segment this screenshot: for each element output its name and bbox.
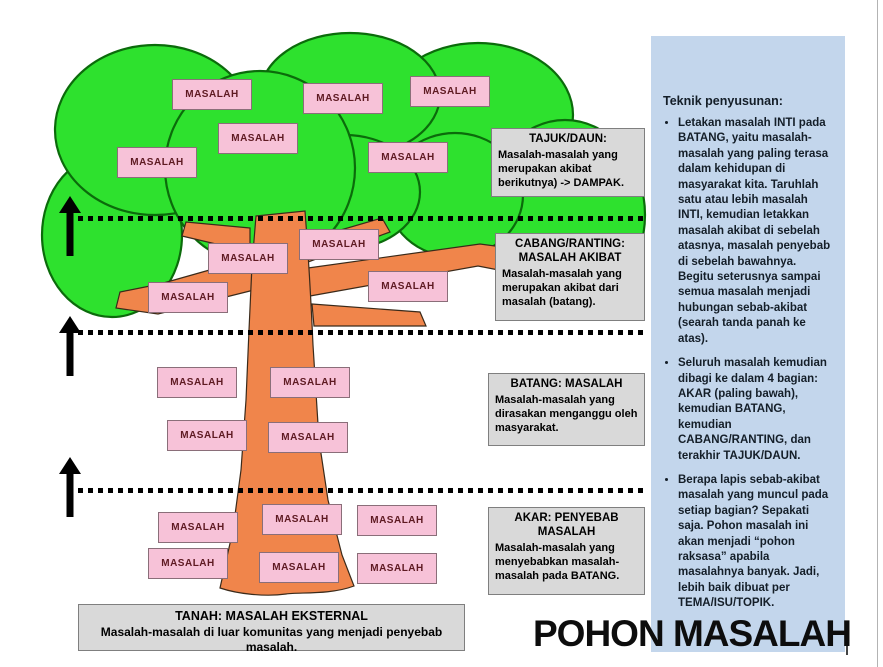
- label-body: Masalah-masalah yang menyebabkan masalah…: [495, 541, 620, 582]
- masalah-node: MASALAH: [268, 422, 348, 453]
- sidebar-bullet: Seluruh masalah kemudian dibagi ke dalam…: [678, 356, 835, 464]
- label-box-tanah: TANAH: MASALAH EKSTERNAL Masalah-masalah…: [78, 604, 465, 654]
- masalah-node: MASALAH: [218, 123, 298, 154]
- masalah-node: MASALAH: [208, 243, 288, 274]
- masalah-node: MASALAH: [157, 367, 237, 398]
- sidebar-bullet: Letakan masalah INTI pada BATANG, yaitu …: [678, 116, 835, 347]
- masalah-node: MASALAH: [158, 512, 238, 543]
- masalah-node: MASALAH: [259, 552, 339, 583]
- masalah-node: MASALAH: [167, 420, 247, 451]
- instructions-sidebar: Teknik penyusunan: Letakan masalah INTI …: [651, 36, 845, 652]
- up-arrow-icon: [59, 196, 81, 256]
- sidebar-bullet-list: Letakan masalah INTI pada BATANG, yaitu …: [663, 116, 835, 612]
- label-body: Masalah-masalah yang dirasakan menganggu…: [495, 393, 638, 434]
- masalah-node: MASALAH: [270, 367, 350, 398]
- masalah-node: MASALAH: [357, 505, 437, 536]
- masalah-node: MASALAH: [303, 83, 383, 114]
- masalah-node: MASALAH: [368, 271, 448, 302]
- divider-dotted-line-akar: [78, 488, 645, 493]
- masalah-node: MASALAH: [357, 553, 437, 584]
- sidebar-heading: Teknik penyusunan:: [663, 94, 783, 108]
- up-arrow-icon: [59, 316, 81, 376]
- masalah-node: MASALAH: [368, 142, 448, 173]
- stray-cursor-mark: [846, 646, 848, 655]
- page-title: POHON MASALAH: [533, 613, 852, 654]
- slide-edge-line: [877, 0, 878, 667]
- label-title: BATANG: MASALAH: [510, 378, 623, 390]
- label-title: CABANG/RANTING: MASALAH AKIBAT: [515, 238, 625, 264]
- divider-dotted-line-tajuk: [78, 216, 645, 221]
- masalah-node: MASALAH: [299, 229, 379, 260]
- sidebar-bullet: Berapa lapis sebab-akibat masalah yang m…: [678, 473, 835, 612]
- masalah-node: MASALAH: [148, 548, 228, 579]
- label-box-cabang-ranting: CABANG/RANTING: MASALAH AKIBAT Masalah-m…: [495, 233, 645, 321]
- masalah-node: MASALAH: [172, 79, 252, 110]
- label-body: Masalah-masalah di luar komunitas yang m…: [100, 625, 443, 655]
- label-box-tajuk-daun: TAJUK/DAUN: Masalah-masalah yang merupak…: [491, 128, 645, 197]
- label-body: Masalah-masalah yang merupakan akibat be…: [498, 148, 625, 189]
- label-title: TANAH: MASALAH EKSTERNAL: [175, 609, 368, 623]
- label-body: Masalah-masalah yang merupakan akibat da…: [502, 267, 622, 308]
- label-box-batang: BATANG: MASALAH Masalah-masalah yang dir…: [488, 373, 645, 446]
- masalah-node: MASALAH: [148, 282, 228, 313]
- label-title: TAJUK/DAUN:: [529, 133, 607, 145]
- masalah-node: MASALAH: [410, 76, 490, 107]
- up-arrow-icon: [59, 457, 81, 517]
- masalah-node: MASALAH: [262, 504, 342, 535]
- divider-dotted-line-cabang: [78, 330, 645, 335]
- label-title: AKAR: PENYEBAB MASALAH: [514, 512, 619, 538]
- label-box-akar: AKAR: PENYEBAB MASALAH Masalah-masalah y…: [488, 507, 645, 595]
- masalah-node: MASALAH: [117, 147, 197, 178]
